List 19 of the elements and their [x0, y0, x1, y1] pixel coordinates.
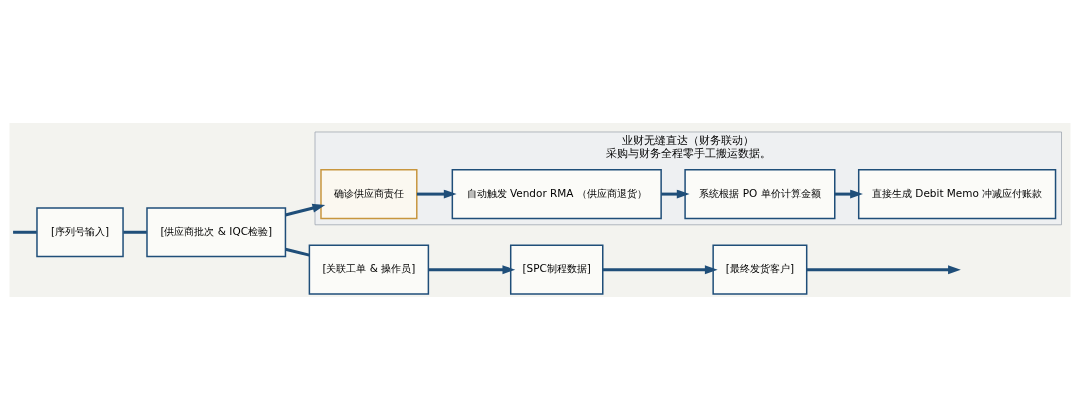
arrow — [416, 189, 457, 199]
arrow — [285, 203, 326, 216]
connector — [123, 230, 147, 234]
node-box: 直接生成 Debit Memo 冲减应付账款 — [857, 168, 1057, 219]
node-box: 自动触发 Vendor RMA （供应商退货） — [451, 168, 662, 219]
arrow — [834, 189, 863, 199]
node-box: 系统根据 PO 单价计算金额 — [684, 168, 836, 219]
node-box: [关联工单 & 操作员] — [308, 244, 430, 295]
node-box: [供应商批次 & IQC检验] — [146, 206, 287, 257]
node-box: [序列号输入] — [36, 206, 124, 257]
arrow — [603, 264, 718, 274]
connector — [285, 247, 310, 257]
node-box: [SPC制程数据] — [509, 244, 604, 295]
node-box: [最终发货客户] — [712, 244, 808, 295]
arrow — [661, 189, 690, 199]
arrow — [428, 264, 516, 274]
connector — [13, 230, 37, 234]
arrow — [806, 264, 961, 274]
node-box: 确诊供应商责任 — [320, 168, 418, 219]
